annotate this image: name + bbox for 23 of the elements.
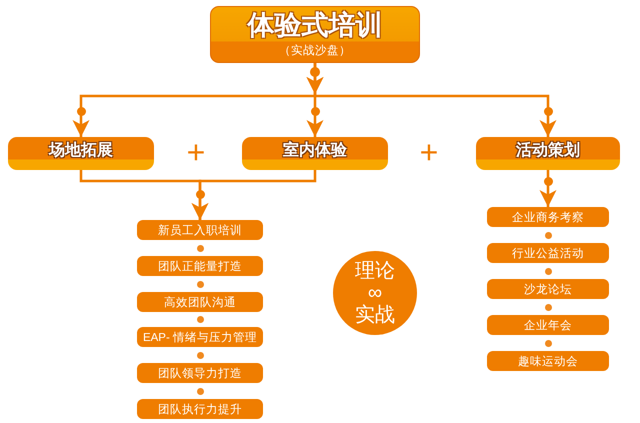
arrow <box>540 170 556 207</box>
subtitle-text: （实战沙盘） <box>279 43 351 59</box>
item-box: 企业年会 <box>487 315 609 335</box>
category-box: 场地拓展 <box>8 137 154 170</box>
title-box <box>210 6 420 63</box>
arrow <box>306 63 556 137</box>
category-box: 室内体验 <box>242 137 388 170</box>
plus-sign: + <box>420 139 438 165</box>
item-box: EAP- 情绪与压力管理 <box>137 327 263 347</box>
round-badge: 理论 ∞ 实战 <box>333 251 417 335</box>
item-box: 团队执行力提升 <box>137 399 263 419</box>
category-box: 活动策划 <box>476 137 620 170</box>
title-text: 体验式培训 <box>248 9 382 42</box>
item-box: 沙龙论坛 <box>487 279 609 299</box>
item-box: 趣味运动会 <box>487 351 609 371</box>
item-box: 团队领导力打造 <box>137 363 263 383</box>
item-box: 行业公益活动 <box>487 243 609 263</box>
item-box: 高效团队沟通 <box>137 292 263 312</box>
plus-sign: + <box>186 139 206 165</box>
arrow <box>192 170 316 220</box>
item-box: 新员工入职培训 <box>137 220 263 240</box>
item-box: 企业商务考察 <box>487 207 609 227</box>
item-box: 团队正能量打造 <box>137 256 263 276</box>
